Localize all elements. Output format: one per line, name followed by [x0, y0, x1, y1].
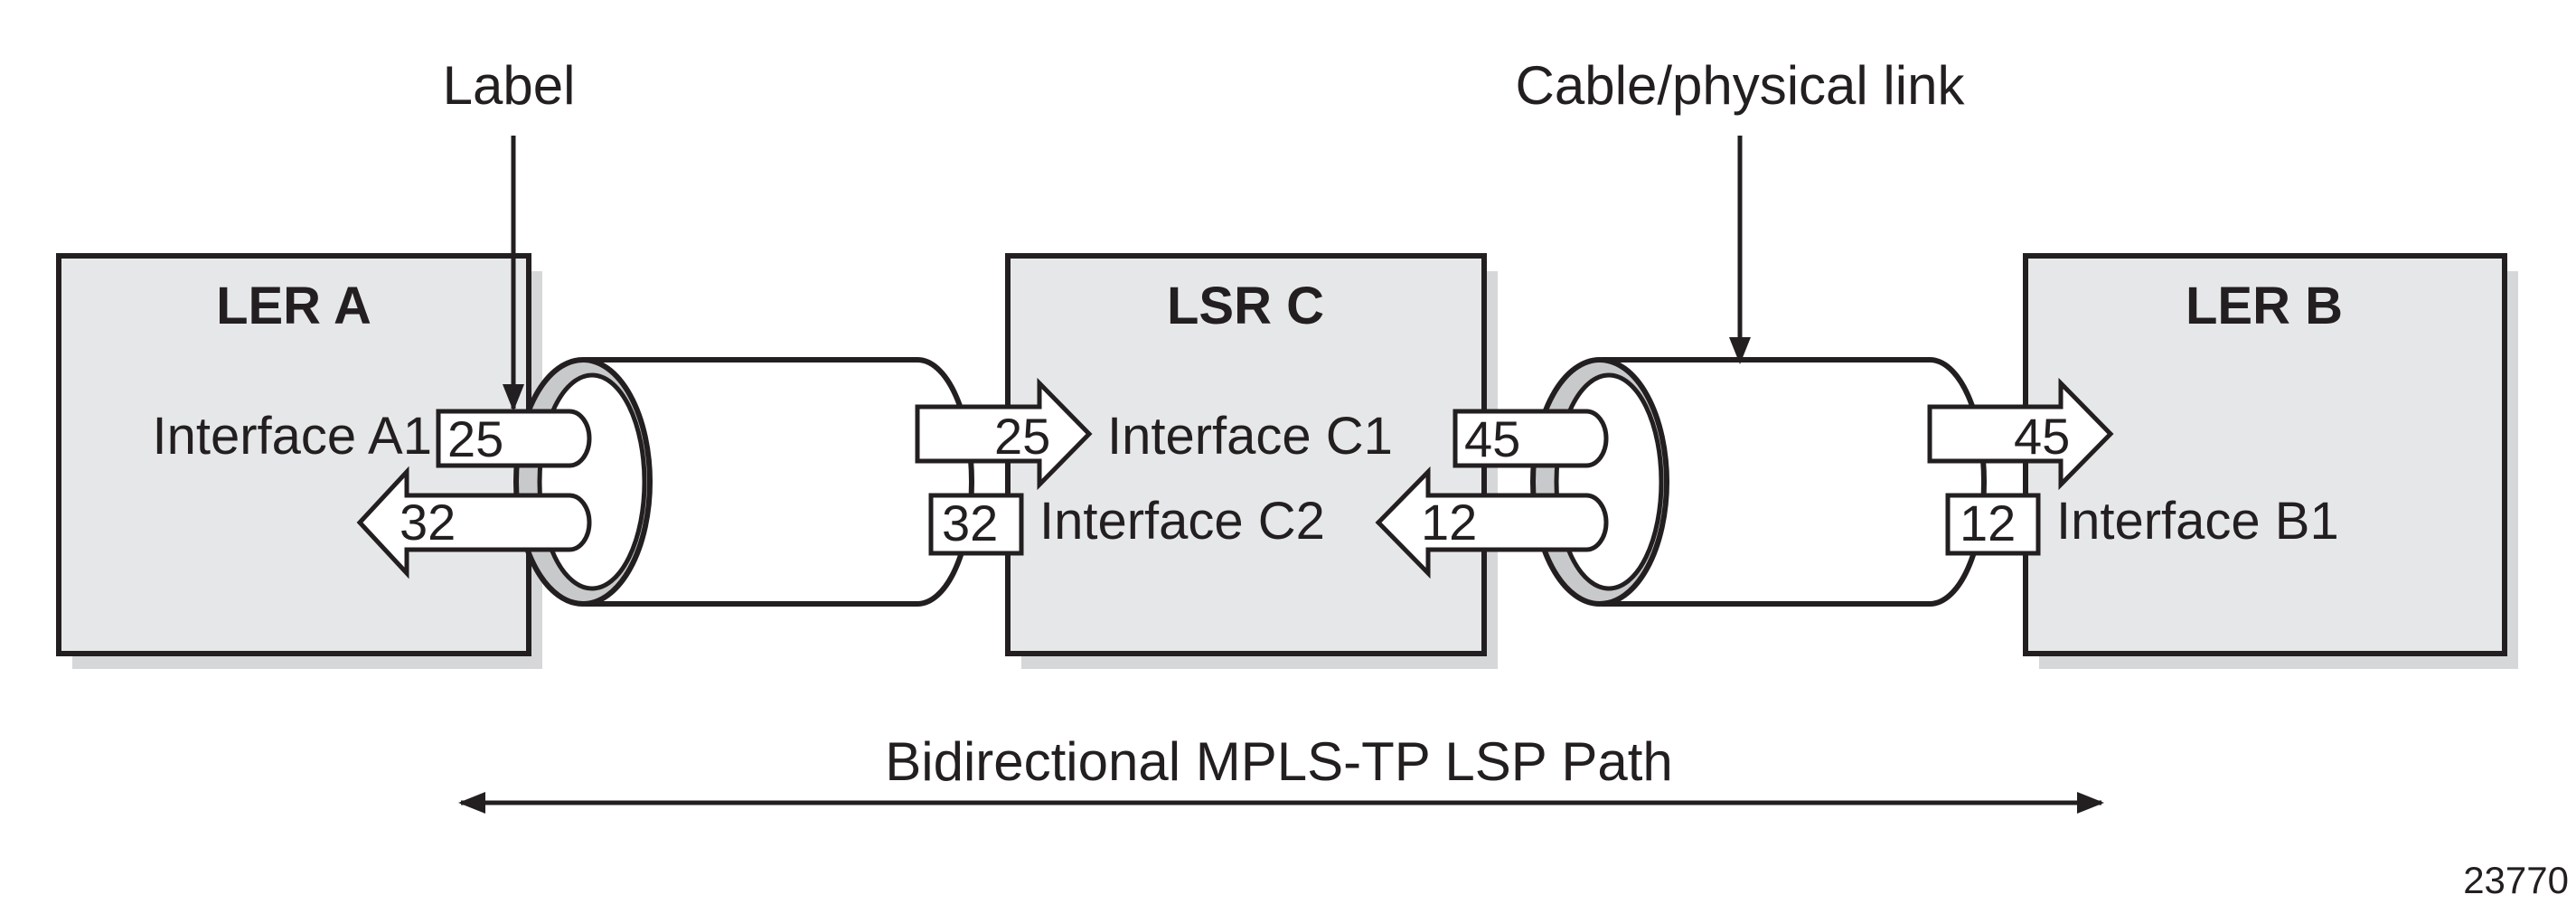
label-c2-out: [928, 493, 1024, 556]
ler-b-box: [2023, 253, 2507, 656]
cable-1: [513, 357, 974, 607]
label-a1-out: [436, 409, 592, 468]
ler-a-title: LER A: [216, 277, 371, 335]
interface-b1-label: Interface B1: [2056, 492, 2339, 551]
interface-a1-label: Interface A1: [152, 407, 432, 466]
label-b1-out-value: 12: [1960, 494, 2016, 551]
cable-2: [1530, 357, 1987, 607]
arrow-b1-in: [1927, 377, 2114, 491]
figure-id: 23770: [2463, 859, 2569, 901]
label-c2-out-value: 32: [942, 494, 998, 551]
interface-c1-label: Interface C1: [1107, 407, 1393, 466]
arrow-a1-in-value: 32: [400, 494, 456, 551]
callout-cable-text: Cable/physical link: [1516, 55, 1966, 116]
label-a1-out-value: 25: [447, 410, 503, 467]
label-b1-out: [1945, 493, 2041, 556]
arrow-c2-in: [1375, 466, 1609, 579]
label-c1-out: [1453, 409, 1609, 468]
arrow-c1-in: [915, 377, 1093, 491]
callout-label-text: Label: [443, 55, 576, 116]
arrow-c1-in-value: 25: [994, 408, 1050, 465]
ler-b-title: LER B: [2186, 277, 2343, 335]
label-c1-out-value: 45: [1464, 410, 1520, 467]
arrow-b1-in-value: 45: [2014, 408, 2070, 465]
arrow-c2-in-value: 12: [1421, 494, 1477, 551]
interface-c2-label: Interface C2: [1039, 492, 1325, 551]
arrow-a1-in: [356, 466, 592, 579]
path-label: Bidirectional MPLS-TP LSP Path: [885, 731, 1673, 792]
lsr-c-title: LSR C: [1167, 277, 1324, 335]
lsr-c-box: [1005, 253, 1487, 656]
